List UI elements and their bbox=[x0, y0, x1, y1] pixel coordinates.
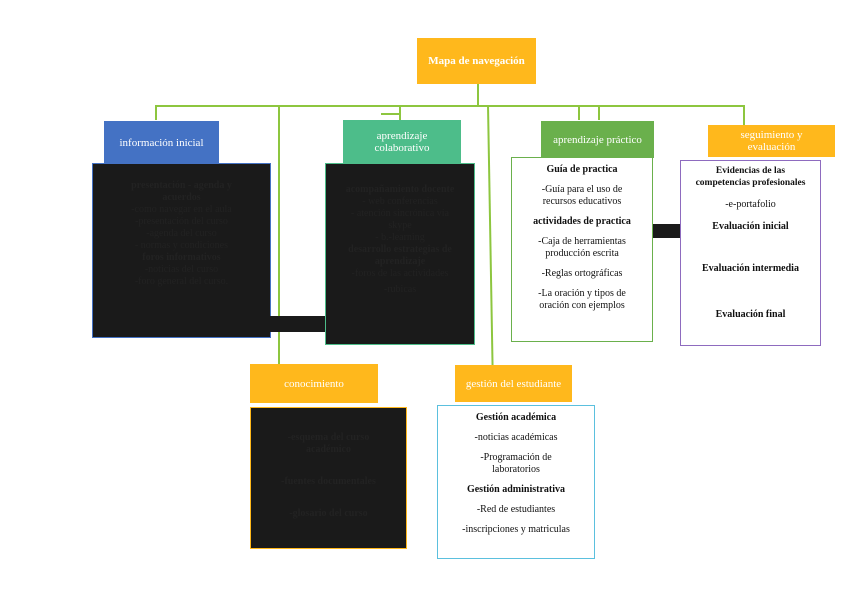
info-item: -como navegar en el aula bbox=[131, 204, 232, 215]
colab-item: - b.-learning bbox=[375, 232, 425, 243]
info-inicial-label: información inicial bbox=[119, 136, 204, 149]
connector-horizontal-bar bbox=[155, 105, 745, 107]
practico-item: -Guía para el uso de recursos educativos bbox=[541, 184, 623, 207]
info-inicial-header: información inicial bbox=[104, 121, 219, 164]
practico-label: aprendizaje práctico bbox=[553, 133, 642, 146]
seguimiento-header: seguimiento y evaluación bbox=[708, 125, 835, 157]
practico-item: Guía de practica bbox=[546, 164, 618, 175]
conocimiento-item: -esquema del curso académico bbox=[287, 432, 370, 455]
connector-drop-info bbox=[155, 105, 157, 120]
gestion-item: Gestión administrativa bbox=[466, 484, 566, 495]
colab-item: acompañamiento docente bbox=[345, 184, 455, 195]
gestion-item: -Programación de laboratorios bbox=[480, 452, 552, 475]
colaborativo-label: aprendizaje colaborativo bbox=[374, 130, 430, 154]
root-node: Mapa de navegación bbox=[417, 38, 536, 84]
gestion-item: -Red de estudiantes bbox=[476, 504, 556, 515]
root-label: Mapa de navegación bbox=[428, 55, 525, 67]
info-item: -foro general del curso. bbox=[134, 276, 229, 287]
practico-item: actividades de practica bbox=[533, 216, 631, 227]
connector-drop-seguimiento bbox=[743, 105, 745, 125]
colab-item: - web conferencias bbox=[362, 196, 438, 207]
conocimiento-item: -fuentes documentales bbox=[281, 476, 376, 487]
connector-drop-conocimiento bbox=[278, 105, 280, 367]
info-item: presentación - agenda y acuerdos bbox=[131, 180, 232, 203]
info-inicial-box: presentación - agenda y acuerdos -como n… bbox=[92, 163, 271, 338]
seg-item: Evaluación intermedia bbox=[702, 263, 799, 274]
seg-item: Evaluación inicial bbox=[712, 221, 789, 232]
colaborativo-box: acompañamiento docente - web conferencia… bbox=[325, 163, 475, 345]
practico-header: aprendizaje práctico bbox=[541, 121, 654, 158]
connector-drop-gestion bbox=[487, 104, 494, 369]
colab-item: - atención sincrónica vía skype bbox=[350, 208, 449, 231]
gestion-item: -inscripciones y matriculas bbox=[462, 524, 570, 535]
colab-item: -rubicas bbox=[383, 284, 417, 295]
gestion-box: Gestión académica -noticias académicas -… bbox=[437, 405, 595, 559]
dark-connector-right bbox=[653, 224, 681, 238]
gestion-item: Gestión académica bbox=[475, 412, 557, 423]
connector-drop-colaborativo bbox=[381, 113, 399, 115]
practico-box: Guía de practica -Guía para el uso de re… bbox=[511, 157, 653, 342]
conocimiento-item: -glosario del curso bbox=[289, 508, 368, 519]
seguimiento-label: seguimiento y evaluación bbox=[740, 129, 803, 153]
gestion-header: gestión del estudiante bbox=[455, 365, 572, 402]
practico-item: -Caja de herramientas producción escrita bbox=[538, 236, 626, 259]
info-item: -noticias del curso bbox=[144, 264, 219, 275]
connector-drop-practico-a bbox=[578, 105, 580, 120]
colab-item: desarrollo estrategias de aprendizaje bbox=[348, 244, 452, 267]
connector-drop-colab-v bbox=[399, 105, 401, 120]
seg-item: Evaluación final bbox=[715, 309, 786, 320]
connector-root-down bbox=[477, 84, 479, 106]
conocimiento-header: conocimiento bbox=[250, 364, 378, 403]
info-item: -agenda del curso bbox=[146, 228, 217, 239]
seg-item: Evidencias de las competencias profesion… bbox=[695, 166, 806, 188]
connector-drop-practico-b bbox=[598, 105, 600, 120]
practico-item: -La oración y tipos de oración con ejemp… bbox=[538, 288, 626, 311]
practico-item: -Reglas ortográficas bbox=[541, 268, 623, 279]
gestion-item: -noticias académicas bbox=[474, 432, 558, 443]
info-item: - normas y condiciones bbox=[134, 240, 229, 251]
colab-item: -foros de las actividades bbox=[351, 268, 449, 279]
seg-item: -e-portafolio bbox=[725, 199, 776, 210]
info-item: foros informativos bbox=[142, 252, 221, 263]
gestion-label: gestión del estudiante bbox=[465, 377, 562, 390]
seguimiento-box: Evidencias de las competencias profesion… bbox=[680, 160, 821, 346]
info-item: -presentación del curso bbox=[135, 216, 228, 227]
colaborativo-header: aprendizaje colaborativo bbox=[343, 120, 461, 164]
conocimiento-box: -esquema del curso académico -fuentes do… bbox=[250, 407, 407, 549]
conocimiento-label: conocimiento bbox=[284, 377, 344, 390]
